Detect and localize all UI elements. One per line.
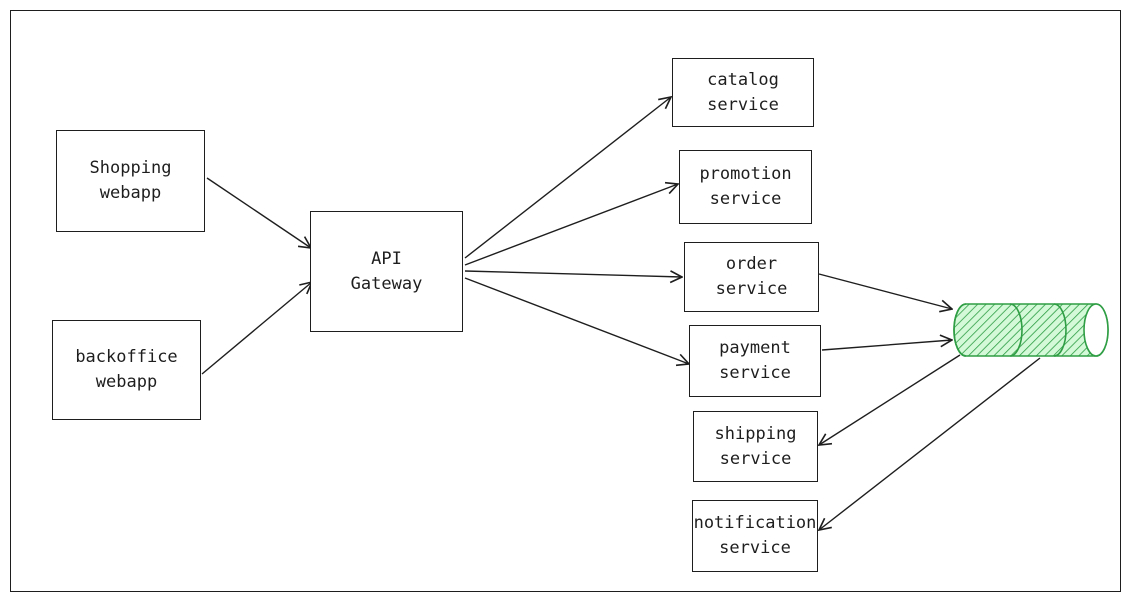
backoffice-webapp-box: backoffice webapp: [52, 320, 201, 420]
notification-service-line1: notification: [693, 513, 817, 533]
message-queue-cylinder-icon: [953, 303, 1109, 357]
backoffice-webapp-line1: backoffice: [75, 347, 178, 367]
notification-service-line2: service: [719, 538, 791, 558]
payment-service-line1: payment: [719, 338, 791, 358]
notification-service-box: notification service: [692, 500, 818, 572]
catalog-service-line1: catalog: [707, 69, 779, 90]
edge-queue-to-shipping: [819, 354, 961, 445]
order-service-box: order service: [684, 242, 819, 312]
shopping-webapp-box: Shopping webapp: [56, 130, 205, 232]
api-gateway-line2: Gateway: [350, 273, 423, 294]
edge-gateway-to-payment: [464, 277, 689, 364]
edge-gateway-to-catalog: [464, 97, 671, 259]
promotion-service-line2: service: [709, 189, 782, 209]
edge-gateway-to-order: [464, 271, 682, 277]
payment-service-box: payment service: [689, 325, 821, 397]
edge-queue-to-notification: [819, 357, 1041, 530]
shipping-service-line1: shipping: [714, 423, 797, 444]
order-service-line1: order: [725, 254, 778, 274]
shipping-service-line2: service: [719, 448, 792, 469]
shopping-webapp-line2: webapp: [99, 183, 162, 203]
order-service-line2: service: [715, 279, 788, 299]
promotion-service-line1: promotion: [699, 164, 792, 184]
catalog-service-line2: service: [707, 94, 779, 115]
backoffice-webapp-line2: webapp: [95, 372, 158, 392]
edge-payment-to-queue: [821, 340, 952, 351]
api-gateway-box: API Gateway: [310, 211, 463, 332]
payment-service-line2: service: [719, 363, 791, 383]
shopping-webapp-line1: Shopping: [89, 158, 172, 178]
shipping-service-box: shipping service: [693, 411, 818, 482]
edge-shopping-to-gateway: [206, 177, 311, 248]
promotion-service-box: promotion service: [679, 150, 812, 224]
edge-gateway-to-promotion: [464, 184, 678, 266]
diagram-frame: [10, 10, 1121, 592]
edge-backoffice-to-gateway: [201, 282, 312, 375]
catalog-service-box: catalog service: [672, 58, 814, 127]
edge-order-to-queue: [818, 273, 952, 309]
api-gateway-line1: API: [371, 248, 402, 269]
